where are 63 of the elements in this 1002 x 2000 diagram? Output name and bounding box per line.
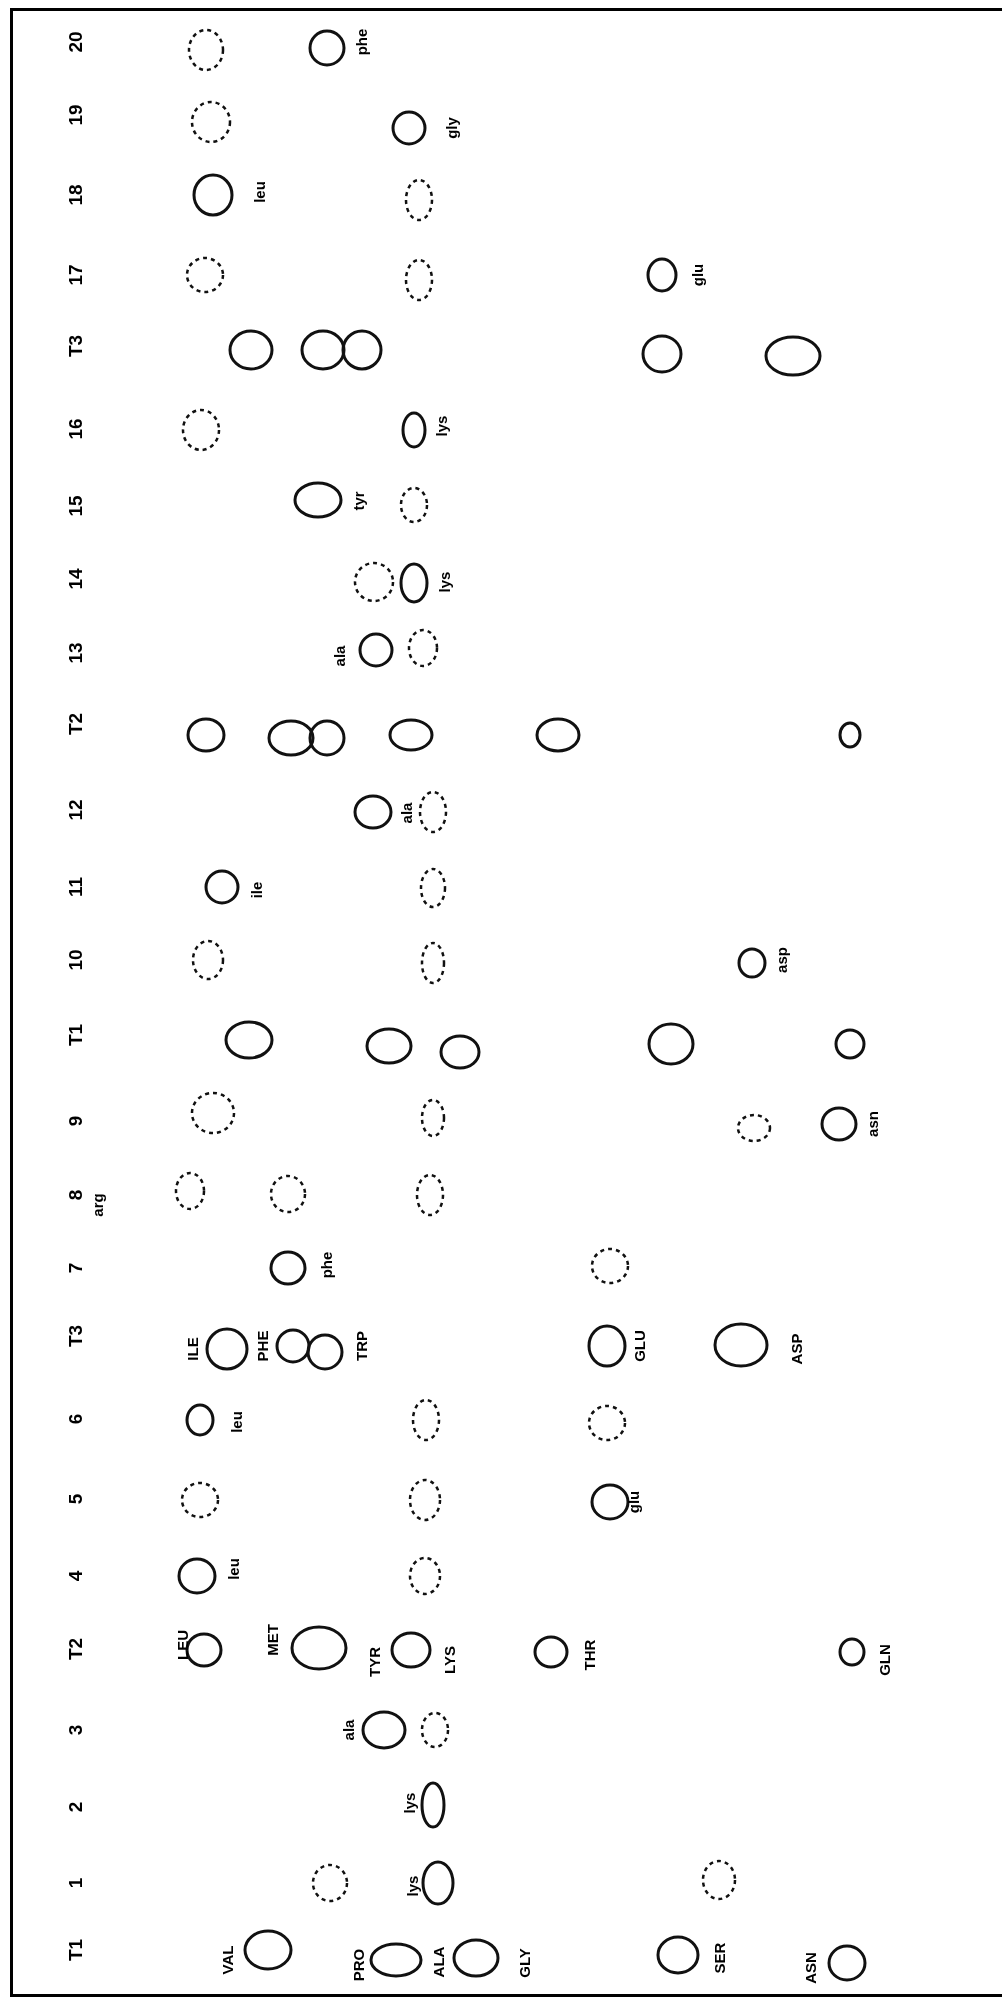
lane-label: 12 [65, 799, 85, 821]
amino-acid-label: lys [401, 1792, 417, 1814]
amino-acid-label: ASP [788, 1333, 804, 1365]
amino-acid-label: leu [225, 1558, 241, 1580]
amino-acid-label: ala [398, 802, 414, 824]
amino-acid-label: ile [248, 881, 264, 899]
amino-acid-label: phe [318, 1251, 334, 1279]
amino-acid-label: phe [353, 28, 369, 56]
lane-label: T1 [65, 1023, 85, 1047]
amino-acid-label: PRO [350, 1948, 366, 1982]
amino-acid-label: GLN [876, 1644, 892, 1676]
lane-label: T2 [65, 1637, 85, 1661]
lane-label: 2 [65, 1801, 85, 1813]
amino-acid-label: gly [443, 117, 459, 139]
amino-acid-label: GLY [516, 1948, 532, 1978]
amino-acid-label: ILE [184, 1337, 200, 1361]
lane-label: T3 [65, 1324, 85, 1348]
lane-label: 6 [65, 1413, 85, 1425]
lane-label: 3 [65, 1724, 85, 1736]
lane-label: 20 [65, 31, 85, 53]
amino-acid-label: LEU [174, 1630, 190, 1660]
lane-label: 17 [65, 264, 85, 286]
amino-acid-label: ala [340, 1719, 356, 1741]
amino-acid-label: ala [331, 645, 347, 667]
amino-acid-label: lys [436, 571, 452, 593]
amino-acid-label: ALA [430, 1946, 446, 1978]
amino-acid-label: GLU [631, 1330, 647, 1362]
amino-acid-label: asn [864, 1111, 880, 1137]
amino-acid-label: SER [711, 1942, 727, 1974]
lane-label: 16 [65, 418, 85, 440]
amino-acid-label: ASN [802, 1952, 818, 1984]
lane-label: 13 [65, 642, 85, 664]
lane-label: 14 [65, 568, 85, 590]
amino-acid-label: THR [581, 1639, 597, 1671]
amino-acid-label: tyr [350, 491, 366, 511]
lane-label: 18 [65, 184, 85, 206]
amino-acid-label: VAL [219, 1945, 235, 1975]
lane-label: T1 [65, 1938, 85, 1962]
amino-acid-label: leu [228, 1411, 244, 1433]
lane-label: 5 [65, 1493, 85, 1505]
amino-acid-label: glu [689, 263, 705, 287]
amino-acid-label: leu [251, 181, 267, 203]
lane-label: 19 [65, 104, 85, 126]
lane-label: 9 [65, 1115, 85, 1127]
lane-label: 1 [65, 1877, 85, 1889]
lane-label: 11 [65, 876, 85, 898]
amino-acid-label: PHE [254, 1330, 270, 1362]
amino-acid-label: TRP [353, 1331, 369, 1361]
lane-label: 10 [65, 949, 85, 971]
amino-acid-label: lys [404, 1875, 420, 1897]
amino-acid-label: glu [625, 1490, 641, 1514]
amino-acid-label: lys [433, 415, 449, 437]
lane-label: T2 [65, 712, 85, 736]
amino-acid-label: TYR [366, 1647, 382, 1677]
lane-label: 15 [65, 495, 85, 517]
lane-label: 8 [65, 1189, 85, 1201]
amino-acid-label: arg [89, 1193, 105, 1217]
amino-acid-label: LYS [441, 1646, 457, 1674]
amino-acid-label: asp [773, 947, 789, 973]
amino-acid-label: MET [264, 1624, 280, 1656]
lane-label: T3 [65, 334, 85, 358]
lane-label: 4 [65, 1570, 85, 1582]
lane-label: 7 [65, 1262, 85, 1274]
